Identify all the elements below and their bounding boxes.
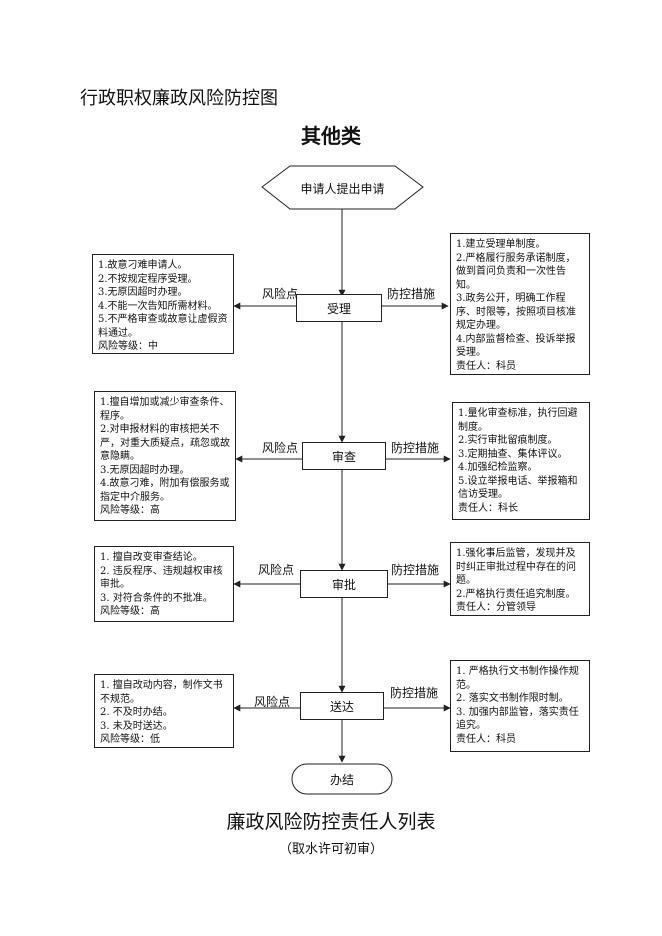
risk-label-1: 风险点 (262, 287, 299, 301)
risk-item: 2.对申报材料的审核把关不严，对重大质疑点，疏忽或故意隐瞒。 (100, 424, 230, 462)
step-node-3: 审批 (300, 570, 388, 598)
measure-box-4: 1. 严格执行文书制作操作规范。 2. 落实文书制作限时制。 3. 加强内部监管… (450, 660, 590, 752)
risk-item: 2. 违反程序、违规越权审核审批。 (100, 565, 223, 591)
category-title: 其他类 (301, 124, 361, 148)
end-node: 办结 (329, 773, 354, 787)
footer-subtitle: （取水许可初审） (278, 842, 383, 857)
risk-item: 1.擅自增加或减少审查条件、程序。 (100, 397, 230, 422)
measure-item: 2. 落实文书制作限时制。 (456, 693, 569, 704)
risk-level: 风险等级：低 (100, 734, 160, 745)
responsible-person: 责任人：科员 (456, 360, 516, 372)
measure-item: 4.内部监督检查、投诉举报受理。 (456, 333, 576, 359)
start-node-shape (261, 165, 424, 210)
measure-item: 2.实行审批留痕制度。 (458, 435, 558, 446)
measure-item: 2.严格执行责任追究制度。 (456, 588, 576, 600)
footer-title: 廉政风险防控责任人列表 (226, 811, 436, 833)
risk-label-3: 风险点 (258, 563, 295, 577)
measure-label-2: 防控措施 (391, 441, 440, 455)
risk-item: 5.不严格审查或故意让虚假资料通过。 (98, 314, 228, 339)
risk-box-3: 1. 擅自改变审查结论。 2. 违反程序、违规越权审核审批。 3. 对符合条件的… (94, 546, 234, 622)
risk-level: 风险等级：高 (100, 606, 160, 617)
measure-item: 3. 加强内部监管，落实责任追究。 (456, 706, 579, 732)
step-node-4: 送达 (300, 692, 384, 720)
end-node-shape (291, 763, 393, 795)
risk-item: 3.无原因超时办理。 (100, 464, 190, 476)
risk-item: 3. 未及时送达。 (100, 720, 173, 732)
measure-box-1: 1.建立受理单制度。 2.严格履行服务承诺制度，做到首问负责和一次性告知。 3.… (450, 233, 590, 375)
measure-item: 1.量化审查标准，执行回避制度。 (458, 408, 578, 433)
responsible-person: 责任人：科员 (456, 733, 516, 745)
step-node-2: 审查 (302, 442, 386, 470)
measure-item: 1.强化事后监管，发现并及时纠正审批过程中存在的问题。 (456, 548, 576, 586)
risk-item: 3.无原因超时办理。 (98, 287, 188, 298)
risk-box-4: 1. 擅自改动内容，制作文书不规范。 2. 不及时办结。 3. 未及时送达。 风… (94, 674, 234, 748)
risk-item: 4.故意刁难，附加有偿服务或指定中介服务。 (100, 478, 230, 503)
measure-item: 3.定期抽查、集体评议。 (458, 448, 568, 460)
risk-item: 2.不按规定程序受理。 (98, 273, 198, 285)
risk-item: 1.故意刁难申请人。 (98, 260, 188, 271)
risk-item: 1. 擅自改变审查结论。 (100, 552, 203, 563)
measure-label-4: 防控措施 (390, 686, 439, 700)
risk-level: 风险等级：高 (100, 505, 160, 516)
measure-item: 2.严格履行服务承诺制度，做到首问负责和一次性告知。 (456, 252, 576, 291)
start-node: 申请人提出申请 (300, 182, 385, 196)
risk-box-1: 1.故意刁难申请人。 2.不按规定程序受理。 3.无原因超时办理。 4.不能一次… (92, 254, 234, 354)
risk-box-2: 1.擅自增加或减少审查条件、程序。 2.对申报材料的审核把关不严，对重大质疑点，… (94, 391, 236, 521)
measure-item: 1. 严格执行文书制作操作规范。 (456, 666, 579, 691)
measure-item: 5.设立举报电话、举报箱和信访受理。 (458, 475, 578, 501)
document-title: 行政职权廉政风险防控图 (80, 88, 278, 109)
risk-label-2: 风险点 (262, 441, 299, 455)
responsible-person: 责任人：科长 (458, 502, 518, 514)
risk-label-4: 风险点 (254, 695, 291, 709)
risk-item: 1. 擅自改动内容，制作文书不规范。 (100, 680, 223, 705)
risk-item: 2. 不及时办结。 (100, 707, 173, 718)
risk-level: 风险等级：中 (98, 341, 158, 352)
risk-item: 4.不能一次告知所需材料。 (98, 300, 218, 312)
measure-label-3: 防控措施 (391, 563, 440, 577)
measure-item: 3.政务公开，明确工作程序、时限等，按照项目核准规定办理。 (456, 293, 576, 331)
step-node-1: 受理 (296, 294, 382, 322)
measure-label-1: 防控措施 (387, 287, 436, 301)
responsible-person: 责任人：分管领导 (456, 602, 536, 613)
measure-box-3: 1.强化事后监管，发现并及时纠正审批过程中存在的问题。 2.严格执行责任追究制度… (450, 542, 590, 616)
measure-box-2: 1.量化审查标准，执行回避制度。 2.实行审批留痕制度。 3.定期抽查、集体评议… (452, 402, 590, 520)
measure-item: 4.加强纪检监察。 (458, 462, 538, 473)
risk-item: 3. 对符合条件的不批准。 (100, 592, 213, 604)
measure-item: 1.建立受理单制度。 (456, 239, 546, 250)
